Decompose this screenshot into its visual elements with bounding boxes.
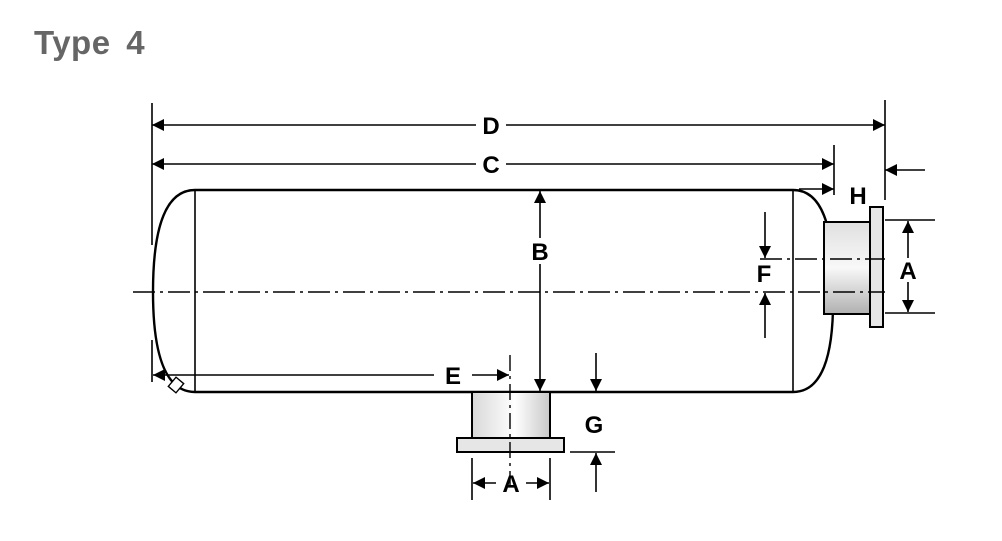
vessel-body	[151, 188, 835, 394]
label-a-bottom: A	[502, 471, 519, 498]
label-b: B	[531, 239, 548, 266]
label-h: H	[849, 183, 866, 210]
dimension-e: E	[153, 363, 509, 390]
drain-fitting	[167, 376, 185, 394]
bottom-nozzle	[456, 391, 565, 453]
dimension-a-side: A	[899, 221, 917, 312]
dimension-g: G	[585, 353, 604, 492]
label-f: F	[757, 261, 772, 288]
dimension-f: F	[757, 212, 772, 338]
dimension-d: D	[152, 113, 885, 140]
side-nozzle	[823, 206, 884, 328]
dimension-h: H	[799, 164, 925, 210]
dimension-a-bottom: A	[473, 471, 549, 498]
label-e: E	[445, 363, 461, 390]
label-d: D	[482, 113, 499, 140]
dimension-c: C	[152, 152, 834, 179]
label-g: G	[585, 412, 604, 439]
label-c: C	[482, 152, 499, 179]
dimension-b: B	[531, 191, 549, 391]
label-a-side: A	[899, 258, 916, 285]
center-lines	[133, 258, 885, 490]
page-title: Type 4	[34, 24, 146, 61]
